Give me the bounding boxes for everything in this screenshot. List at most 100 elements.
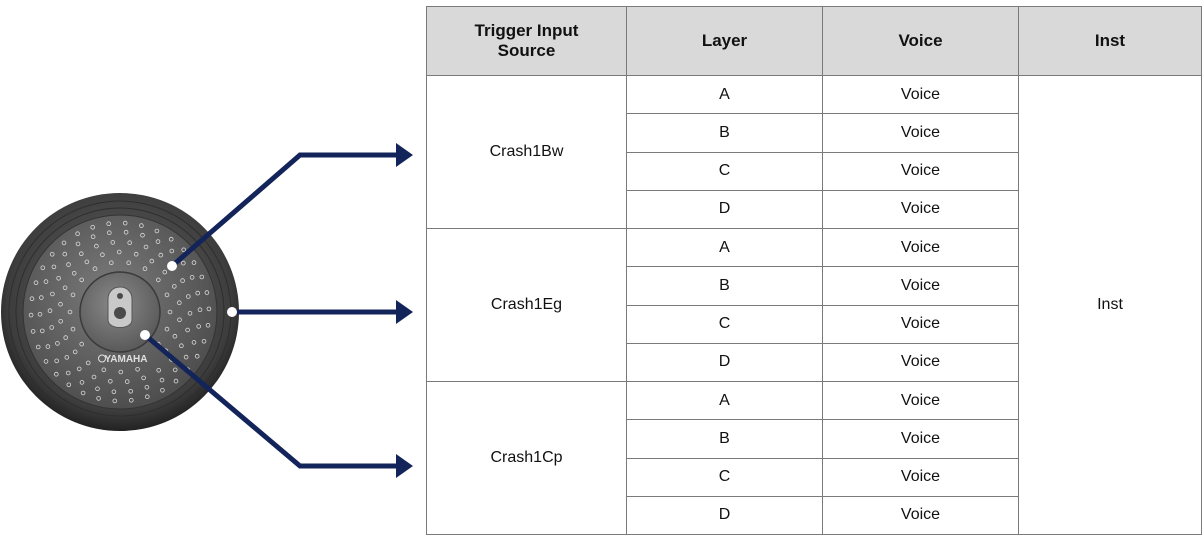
sensor-hole xyxy=(49,325,54,330)
layer-cell: A xyxy=(626,227,823,268)
sensor-hole xyxy=(80,390,86,396)
sensor-hole xyxy=(40,265,46,271)
sensor-hole xyxy=(172,333,178,339)
sensor-hole xyxy=(199,274,205,280)
sensor-hole xyxy=(37,311,43,317)
sensor-hole xyxy=(45,344,51,349)
inst-cell: Inst xyxy=(1018,75,1202,535)
sensor-hole xyxy=(112,398,118,404)
layer-cell: A xyxy=(626,380,823,421)
trigger-layer-table: Trigger Input Source Layer Voice Inst Cr… xyxy=(426,6,1202,536)
sensor-hole xyxy=(29,296,35,302)
sensor-hole xyxy=(160,387,165,393)
sensor-hole xyxy=(143,244,149,250)
sensor-hole xyxy=(181,247,187,253)
brand-emblem-icon xyxy=(98,354,106,363)
header-source-line1: Trigger Input xyxy=(474,21,579,40)
table-row: D Voice xyxy=(427,495,1202,536)
sensor-hole xyxy=(167,309,173,315)
layer-cell: B xyxy=(626,113,823,153)
sensor-hole xyxy=(92,266,98,272)
sensor-hole xyxy=(108,378,113,384)
voice-cell: Voice xyxy=(822,457,1019,497)
table-row: D Voice xyxy=(427,189,1202,230)
sensor-hole xyxy=(173,378,179,384)
sensor-hole xyxy=(195,290,201,296)
sensor-hole xyxy=(116,249,122,255)
layer-cell: B xyxy=(626,266,823,306)
sensor-hole xyxy=(53,371,59,377)
layer-cell: C xyxy=(626,151,823,191)
sensor-hole xyxy=(43,359,49,364)
sensor-hole xyxy=(65,370,71,376)
sensor-hole xyxy=(162,269,168,275)
layer-cell: B xyxy=(626,419,823,459)
sensor-hole xyxy=(28,312,34,318)
sensor-hole xyxy=(61,240,67,246)
voice-cell: Voice xyxy=(822,304,1019,344)
voice-cell: Voice xyxy=(822,342,1019,383)
table-row: B Voice xyxy=(427,419,1202,459)
table-row: Crash1Cp A Voice xyxy=(426,380,1202,535)
sensor-hole xyxy=(79,277,84,283)
sensor-hole xyxy=(111,389,117,395)
sensor-hole xyxy=(197,307,203,313)
sensor-hole xyxy=(54,358,59,364)
sensor-hole xyxy=(30,329,36,334)
sensor-hole xyxy=(101,367,107,373)
sensor-hole xyxy=(140,232,145,238)
sensor-hole xyxy=(58,301,63,307)
layer-cell: D xyxy=(626,189,823,230)
sensor-hole xyxy=(191,340,197,345)
sensor-hole xyxy=(164,292,170,298)
sensor-hole-pattern xyxy=(28,220,212,404)
table-row: B Voice xyxy=(427,266,1202,306)
sensor-hole xyxy=(38,295,44,300)
sensor-hole xyxy=(47,308,53,314)
sensor-hole xyxy=(187,310,193,316)
sensor-hole xyxy=(71,270,77,276)
sensor-hole xyxy=(139,223,144,228)
sensor-hole xyxy=(172,284,177,289)
layer-cell: D xyxy=(626,495,823,536)
table-row: B Voice xyxy=(427,113,1202,153)
sensor-hole xyxy=(39,328,45,334)
sensor-hole xyxy=(201,338,207,344)
cymbal-brand-logo: YAMAHA xyxy=(105,354,148,365)
layer-cell: D xyxy=(626,342,823,383)
sensor-hole xyxy=(67,309,73,315)
sensor-hole xyxy=(100,252,105,258)
header-inst: Inst xyxy=(1018,6,1202,76)
sensor-hole xyxy=(185,327,190,333)
sensor-hole xyxy=(70,292,76,298)
sensor-hole xyxy=(189,275,195,280)
sensor-hole xyxy=(76,366,82,372)
sensor-hole xyxy=(191,260,197,265)
sensor-hole xyxy=(75,231,80,237)
sensor-hole xyxy=(169,248,175,254)
sensor-hole xyxy=(55,341,60,346)
sensor-hole xyxy=(141,375,146,381)
sensor-hole xyxy=(56,275,61,281)
arrow-to-crash1cp xyxy=(140,330,413,478)
sensor-hole xyxy=(159,377,165,383)
sensor-hole xyxy=(124,379,130,384)
sensor-hole xyxy=(156,277,161,283)
voice-cell: Voice xyxy=(822,380,1019,421)
sensor-hole xyxy=(109,260,114,266)
sensor-hole xyxy=(196,324,202,329)
sensor-hole xyxy=(49,252,55,257)
layer-cell: A xyxy=(626,74,823,115)
sensor-hole xyxy=(72,349,78,355)
header-voice: Voice xyxy=(822,6,1019,76)
sensor-hole xyxy=(156,367,162,373)
sensor-hole xyxy=(75,241,81,247)
sensor-hole xyxy=(133,251,139,257)
sensor-hole xyxy=(206,306,212,312)
sensor-hole xyxy=(164,326,170,332)
sensor-hole xyxy=(149,258,155,264)
table-row: D Voice xyxy=(427,342,1202,383)
sensor-hole xyxy=(129,397,134,403)
sensor-hole xyxy=(123,229,129,235)
